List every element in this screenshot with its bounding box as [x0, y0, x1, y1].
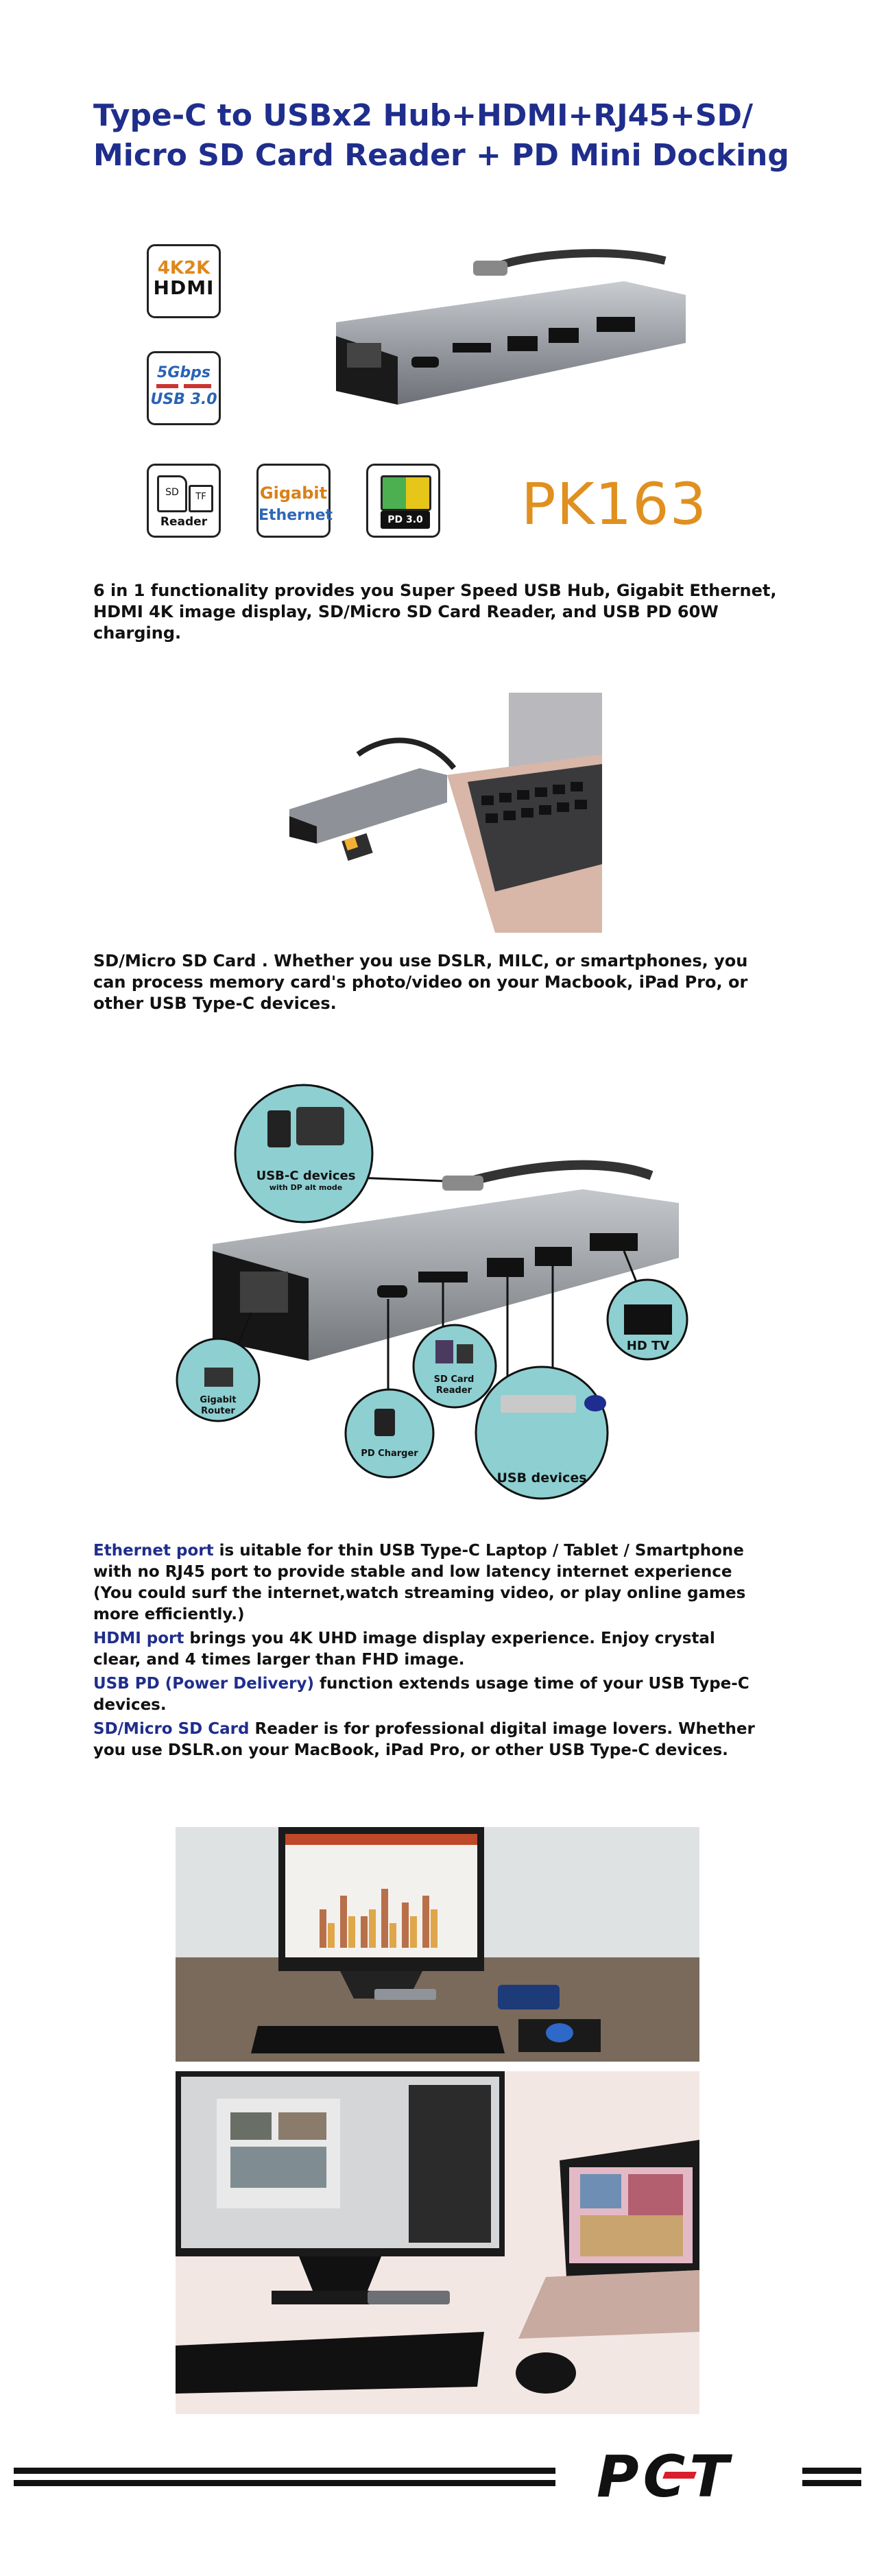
- feature-pd-title: USB PD (Power Delivery): [93, 1675, 314, 1693]
- sd-reader-label-line1: SD Card: [433, 1374, 475, 1385]
- usbc-devices-title: USB-C devices: [256, 1169, 356, 1183]
- pd-charger-label: PD Charger: [361, 1448, 418, 1459]
- usbc-devices-label: USB-C devices with DP alt mode: [251, 1169, 361, 1192]
- footer-rule-right-top: [802, 2468, 861, 2474]
- feature-sd: SD/Micro SD Card Reader is for professio…: [93, 1719, 765, 1761]
- feature-ethernet-text: is uitable for thin USB Type-C Laptop / …: [93, 1542, 746, 1623]
- feature-sd-text: Reader is for professional digital image…: [93, 1720, 755, 1759]
- feature-hdmi: HDMI port brings you 4K UHD image displa…: [93, 1628, 765, 1671]
- pct-logo-accent: [662, 2472, 697, 2479]
- battery-icon: [381, 475, 431, 511]
- usb3-badge: 5Gbps USB 3.0: [147, 351, 221, 425]
- footer-brand-bar: [14, 2464, 861, 2491]
- connection-diagram: USB-C devices with DP alt mode Gigabit R…: [171, 1073, 706, 1505]
- pd-badge-label: PD 3.0: [381, 511, 430, 529]
- feature-hdmi-title: HDMI port: [93, 1630, 184, 1647]
- feature-pd-text: function extends usage time of your USB …: [93, 1675, 750, 1714]
- usb-badge-line1: 5Gbps: [157, 364, 211, 381]
- footer-rule-left-top: [14, 2468, 555, 2474]
- usb-c-hub-icon: [336, 249, 686, 405]
- hdmi-4k-badge: 4K2K HDMI: [147, 244, 221, 318]
- sd-section-text: SD/Micro SD Card . Whether you use DSLR,…: [93, 951, 748, 1013]
- feature-hdmi-text: brings you 4K UHD image display experien…: [93, 1630, 715, 1669]
- hd-tv-label: HD TV: [626, 1339, 670, 1353]
- router-label-line1: Gigabit: [200, 1395, 237, 1405]
- desk-laptop-monitor-scene: [176, 2071, 699, 2414]
- card-reader-label: Reader: [160, 515, 208, 529]
- desk-setup-photo-2: [176, 2071, 699, 2414]
- feature-ethernet: Ethernet port is uitable for thin USB Ty…: [93, 1540, 765, 1625]
- hdmi-badge-line2: HDMI: [153, 276, 215, 299]
- usb-badge-stripe: [156, 384, 211, 388]
- footer-rule-right-bottom: [802, 2480, 861, 2486]
- gigabit-ethernet-badge: Gigabit Ethernet: [256, 464, 333, 538]
- feature-sd-title: SD/Micro SD Card: [93, 1720, 250, 1738]
- sd-card-icon: SD: [157, 475, 187, 512]
- card-reader-badge: SD TF Reader: [147, 464, 221, 538]
- title-line-1: Type-C to USBx2 Hub+HDMI+RJ45+SD/: [93, 98, 754, 133]
- hub-connections-illustration: [176, 1084, 688, 1500]
- usb-devices-label: USB devices: [496, 1470, 587, 1486]
- sd-reader-label-line2: Reader: [435, 1385, 472, 1396]
- footer-rule-left-bottom: [14, 2480, 555, 2486]
- pct-logo: PCT: [597, 2443, 733, 2510]
- product-hub-image: [322, 240, 706, 432]
- router-label-line2: Router: [201, 1406, 235, 1416]
- ethernet-badge-line2: Ethernet: [259, 507, 333, 524]
- laptop-sd-card-photo: [269, 693, 602, 933]
- page-title: Type-C to USBx2 Hub+HDMI+RJ45+SD/ Micro …: [93, 96, 820, 176]
- title-line-2: Micro SD Card Reader + PD Mini Docking: [93, 138, 789, 173]
- router-label: Gigabit Router: [184, 1395, 252, 1417]
- desk-monitor-scene: [176, 1827, 699, 2062]
- usb-badge-line2: USB 3.0: [150, 391, 217, 408]
- features-list: Ethernet port is uitable for thin USB Ty…: [93, 1540, 765, 1761]
- feature-pd: USB PD (Power Delivery) function extends…: [93, 1673, 765, 1716]
- feature-ethernet-title: Ethernet port: [93, 1542, 214, 1560]
- pd-charging-badge: PD 3.0: [366, 464, 440, 538]
- hdmi-badge-line1: 4K2K: [157, 258, 211, 278]
- laptop-hub-illustration: [269, 693, 602, 933]
- model-number: PK163: [521, 470, 708, 538]
- intro-text: 6 in 1 functionality provides you Super …: [93, 581, 777, 643]
- tf-card-icon: TF: [189, 485, 213, 512]
- sd-reader-label: SD Card Reader: [420, 1374, 488, 1396]
- desk-setup-photo-1: [176, 1827, 699, 2062]
- usbc-devices-subtitle: with DP alt mode: [269, 1183, 343, 1192]
- ethernet-badge-line1: Gigabit: [259, 484, 328, 503]
